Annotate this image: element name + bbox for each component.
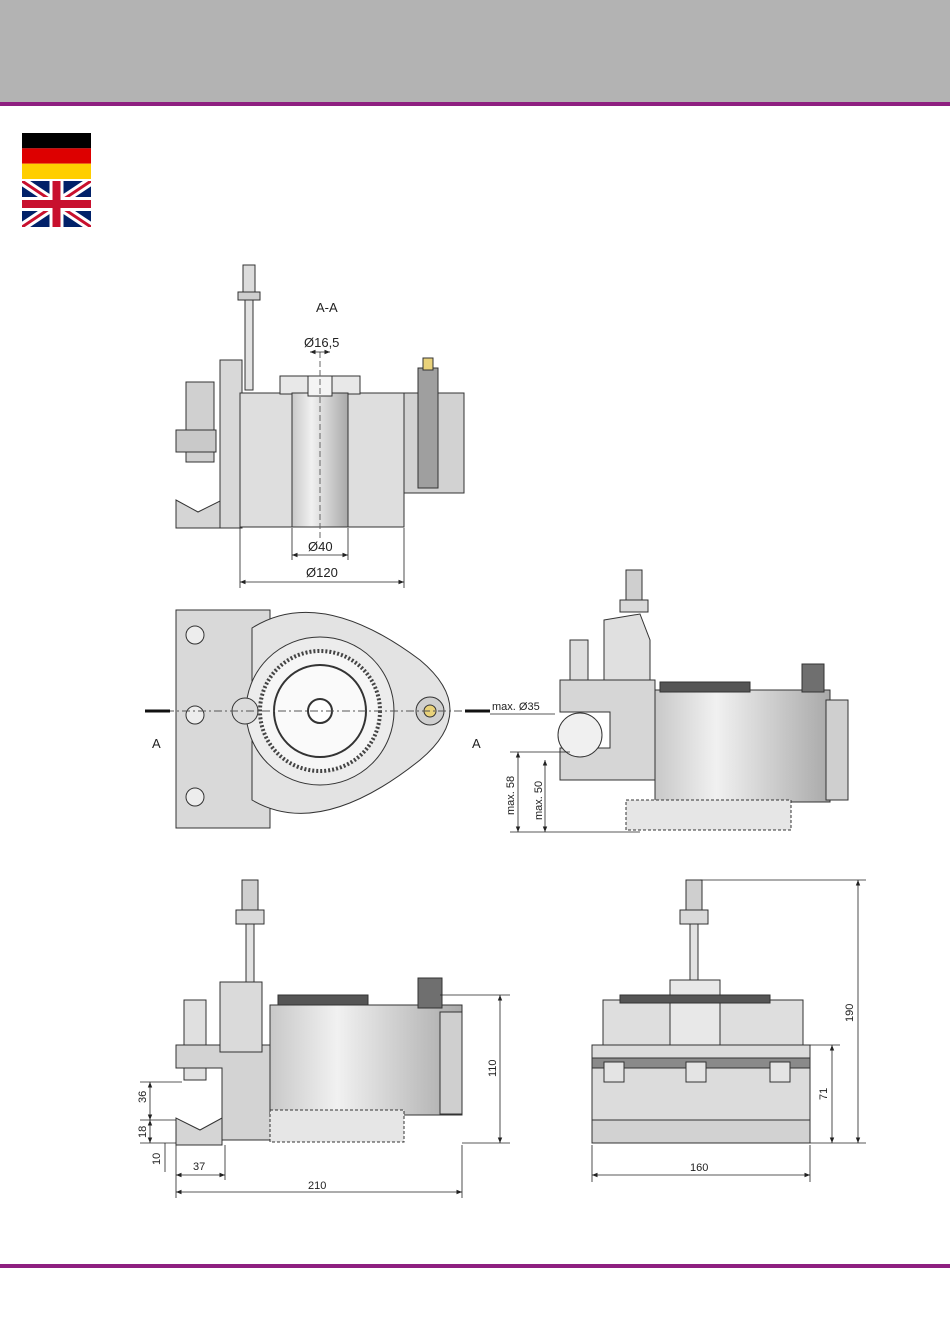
dim-max-50: max. 50 — [533, 781, 545, 820]
dim-bore-small: Ø16,5 — [304, 335, 339, 350]
section-title: A-A — [316, 300, 338, 315]
top-view — [145, 610, 490, 828]
dim-160: 160 — [690, 1162, 708, 1174]
dim-18: 18 — [137, 1126, 149, 1138]
dim-37: 37 — [193, 1161, 205, 1173]
dim-max-58: max. 58 — [505, 776, 517, 815]
end-view — [592, 880, 810, 1143]
dim-110: 110 — [487, 1059, 499, 1077]
dim-190: 190 — [844, 1004, 856, 1022]
section-mark-left: A — [152, 736, 161, 751]
dim-71: 71 — [818, 1088, 830, 1100]
front-view — [176, 880, 462, 1145]
dim-10: 10 — [151, 1153, 163, 1165]
side-view — [558, 570, 848, 830]
footer-rule — [0, 1264, 950, 1268]
dim-max-diameter: max. Ø35 — [492, 701, 540, 713]
dim-210: 210 — [308, 1180, 326, 1192]
dim-36: 36 — [137, 1091, 149, 1103]
dim-bore-mid: Ø40 — [308, 539, 333, 554]
dim-diameter-base: Ø120 — [306, 565, 338, 580]
section-mark-right: A — [472, 736, 481, 751]
